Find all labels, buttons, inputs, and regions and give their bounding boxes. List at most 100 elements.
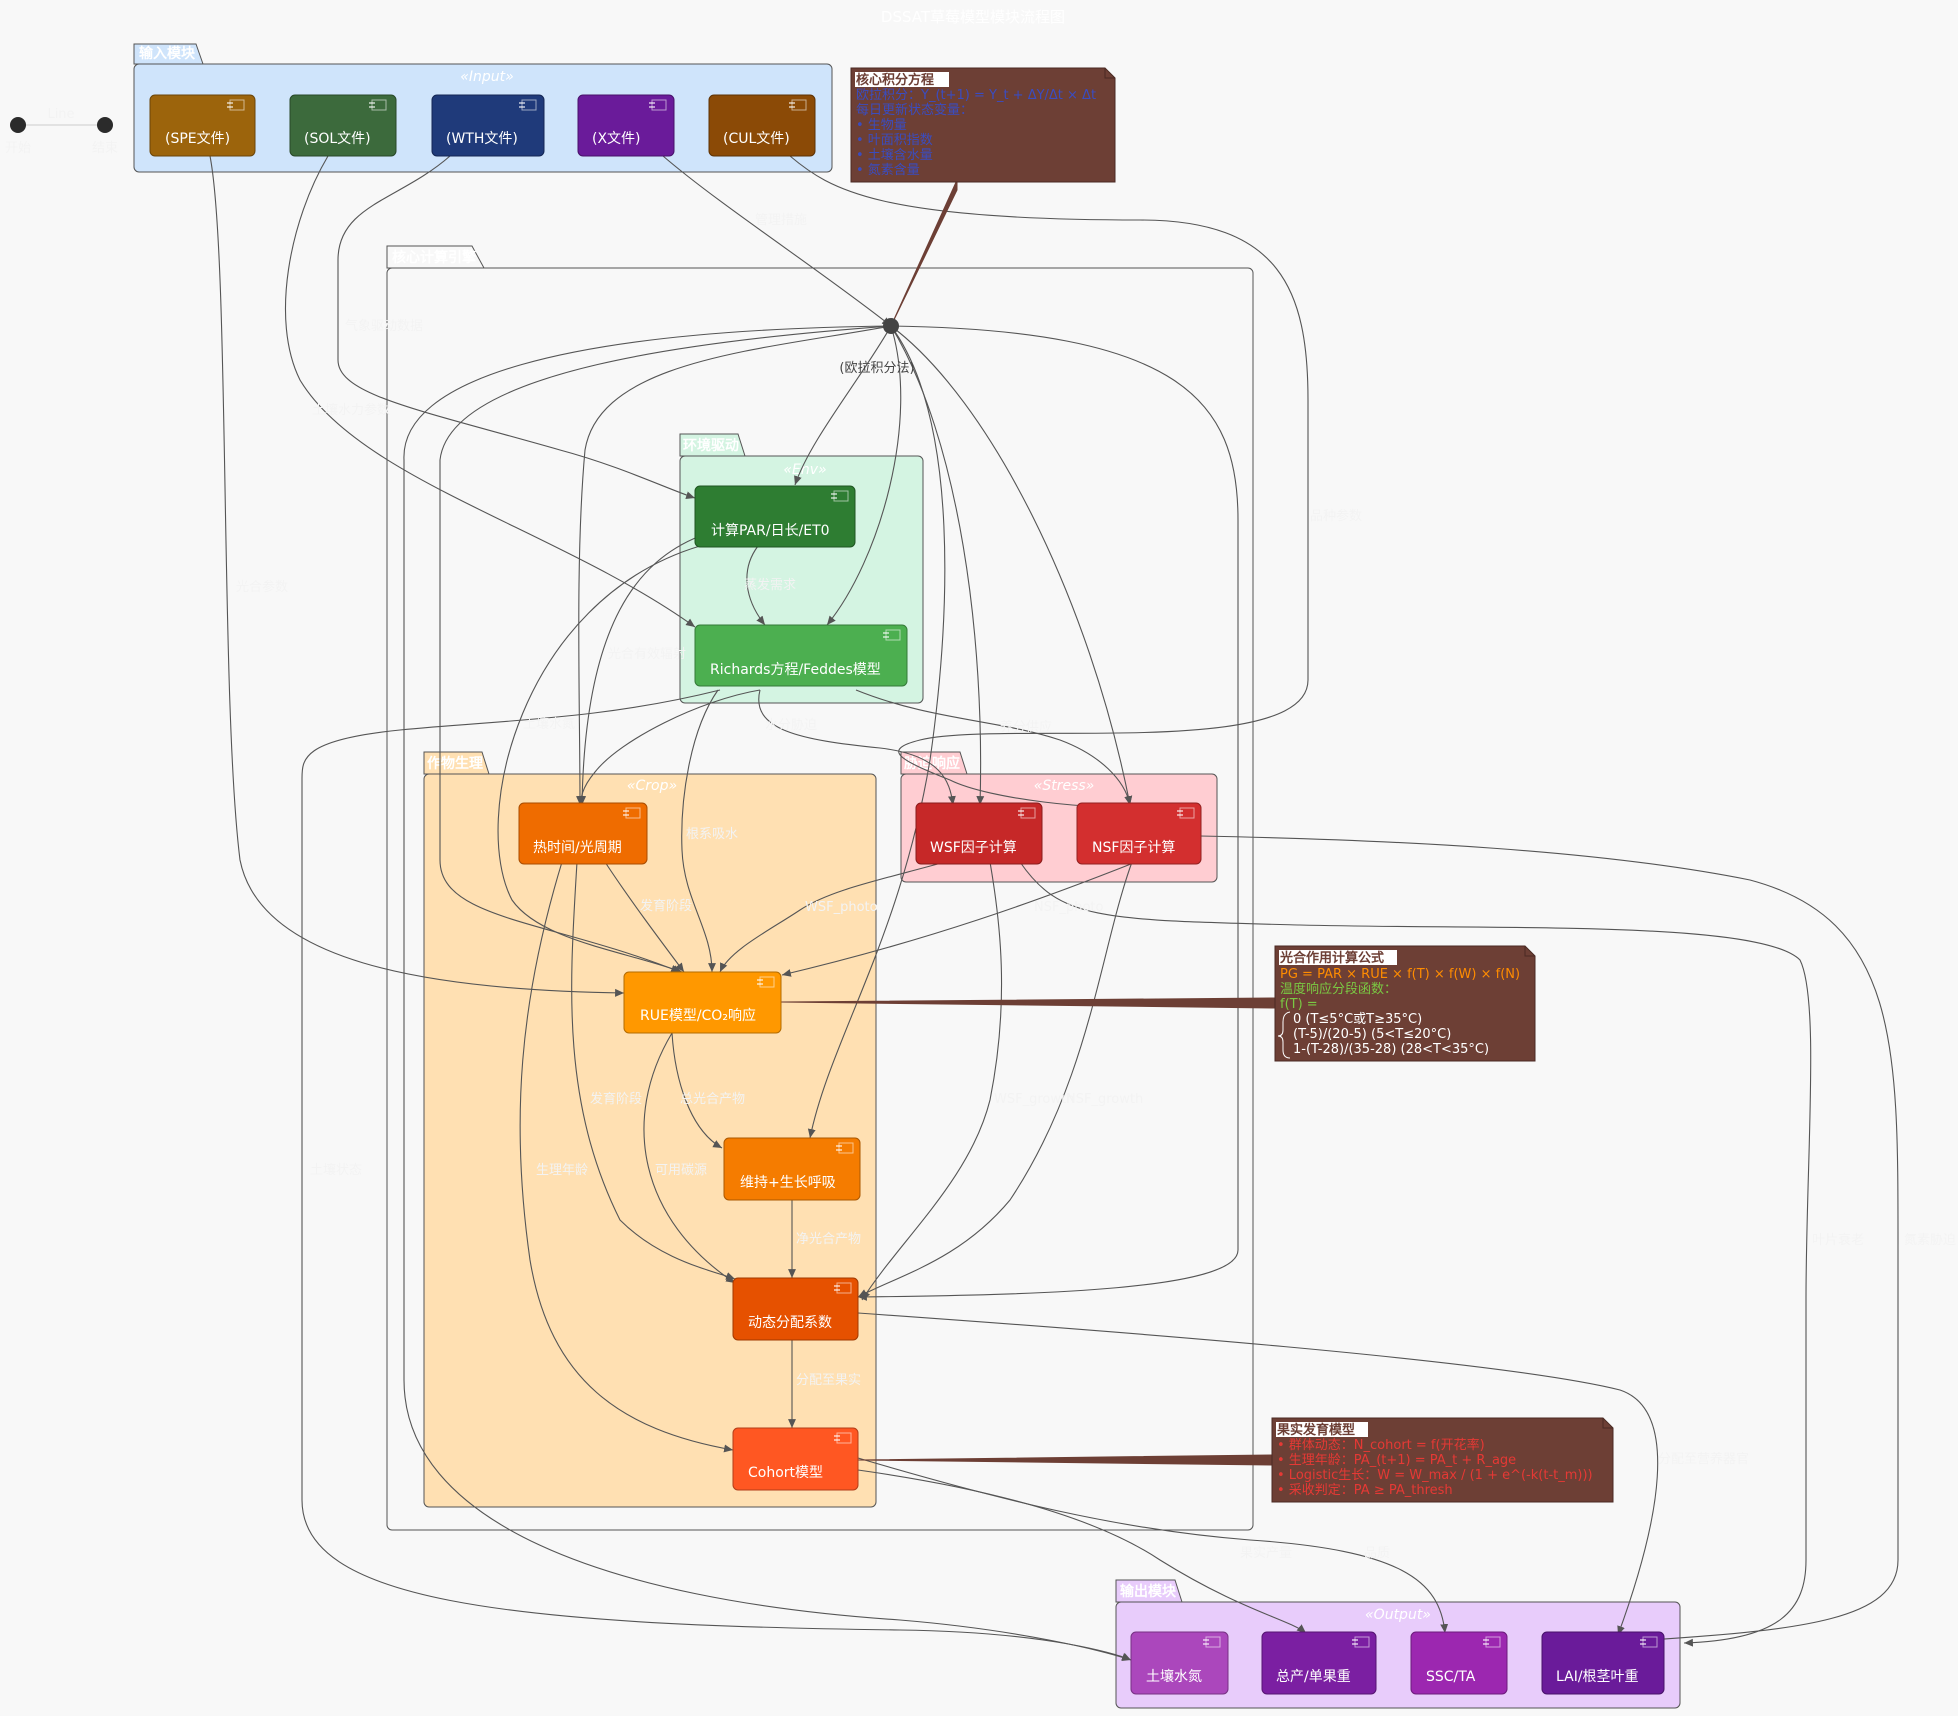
component-cul-file: (CUL文件) (708, 94, 816, 157)
edge-label-spe-to-rue: 光合参数 (236, 579, 288, 595)
component-ssc-label: SSC/TA (1426, 1669, 1476, 1685)
euler-label: (欧拉积分法) (839, 361, 914, 376)
component-resp: 维持+生长呼吸 (723, 1137, 861, 1201)
edge-thermal-to-rue (604, 861, 685, 973)
package-crop-tab: 作物生理 (427, 755, 483, 772)
component-spe-label: (SPE文件) (165, 131, 230, 147)
component-alloc-label: 动态分配系数 (748, 1315, 832, 1331)
note-core-equation: 核心积分方程 欧拉积分：Y_(t+1) = Y_t + ΔY/Δt × Δt 每… (850, 67, 1116, 183)
edges (209, 155, 1899, 1662)
edge-label-wsf-to-rue: WSF_photo (805, 900, 878, 915)
edge-label-richards-to-nsf: 养分供应 (1000, 719, 1052, 735)
legend: Line 开始 结束 (5, 107, 118, 156)
component-rue-label: RUE模型/CO₂响应 (640, 1007, 756, 1024)
edge-labels: 管理措施 气象驱动数据 土壤水力参数 光合参数 品种参数 蒸发需求 光合有效辐射… (236, 213, 1956, 1561)
edge-cohort-to-yield (857, 1469, 1307, 1634)
note-cohort-line-1: • 群体动态：N_cohort = f(开花率) (1277, 1437, 1485, 1453)
note-rue-formula: 光合作用计算公式 PG = PAR × RUE × f(T) × f(W) × … (1274, 945, 1536, 1062)
component-wsf: WSF因子计算 (915, 802, 1043, 865)
package-output-tab: 输出模块 (1120, 1583, 1177, 1600)
edge-label-par-to-rue: 光合有效辐射 (608, 646, 686, 662)
edge-euler-to-alloc (857, 325, 1239, 1301)
package-crop: 作物生理 «Crop» (423, 751, 877, 1508)
note-cohort-line-2: • 生理年龄：PA_(t+1) = PA_t + R_age (1277, 1453, 1516, 1468)
edge-label-rue-to-resp: 总光合产物 (680, 1092, 745, 1107)
edge-rue-to-alloc (643, 1032, 736, 1284)
edge-label-sol-to-richards: 土壤水力参数 (312, 402, 390, 418)
edge-cohort-to-ssc (857, 1457, 1449, 1634)
package-env-stereotype: «Env» (783, 462, 826, 478)
edge-nsf-to-rue (781, 861, 1137, 977)
edge-wsf-to-alloc (861, 861, 1003, 1301)
note-core-line-6: • 氮素含量 (856, 162, 920, 178)
note-core-line-4: • 叶面积指数 (856, 133, 933, 148)
component-cohort: Cohort模型 (732, 1427, 859, 1491)
legend-start-label: 开始 (5, 141, 31, 156)
legend-start-dot (10, 117, 26, 133)
edge-label-richards-to-cohort: 土壤水氮 (523, 716, 575, 732)
package-input-tab: 输入模块 (139, 45, 196, 62)
legend-line-label: Line (47, 107, 74, 122)
note-core-line-1: 欧拉积分：Y_(t+1) = Y_t + ΔY/Δt × Δt (856, 88, 1096, 103)
note-rue-title: 光合作用计算公式 (1279, 950, 1384, 966)
edge-label-thermal-to-rue: 发育阶段 (640, 898, 692, 914)
component-sol-file: (SOL文件) (289, 94, 397, 157)
edge-euler-to-thermal (576, 325, 892, 806)
edge-label-nsf-to-rue: NSF_photo (1034, 900, 1103, 915)
package-stress-stereotype: «Stress» (1034, 778, 1095, 794)
note-cohort-line-3: • Logistic生长：W = W_max / (1 + e^(-k(t-t_… (1277, 1468, 1593, 1483)
edge-label-nsf-to-lai: 氮素胁迫 (1904, 1233, 1956, 1248)
component-richards: Richards方程/Feddes模型 (694, 624, 908, 687)
edge-label-x-to-euler: 管理措施 (755, 213, 807, 228)
component-par-label: 计算PAR/日长/ET0 (711, 523, 830, 539)
edge-label-cohort-to-ssc: 品质 (1364, 1546, 1390, 1561)
edge-label-euler-to-soil: 土壤状态 (310, 1162, 362, 1178)
edge-label-alloc-to-lai: 分配至营养器官 (1658, 1451, 1749, 1467)
legend-end-label: 结束 (92, 141, 118, 156)
edge-richards-to-rue (681, 689, 719, 973)
edge-label-thermal-to-alloc: 发育阶段 (590, 1091, 642, 1107)
edge-wsf-to-lai (1019, 861, 1812, 1647)
edge-sol-to-richards (284, 155, 696, 628)
edge-rue-to-resp (671, 1032, 723, 1149)
edge-par-to-rue (497, 545, 701, 973)
package-output: 输出模块 «Output» (1115, 1579, 1681, 1709)
edge-euler-to-wsf (890, 325, 985, 806)
component-yield: 总产/单果重 (1261, 1631, 1377, 1695)
edge-label-rue-to-alloc: 可用碳源 (655, 1163, 707, 1178)
edge-thermal-to-cohort (519, 861, 734, 1453)
edge-euler-to-par (794, 325, 892, 486)
edge-note-core (890, 179, 958, 327)
component-thermal-label: 热时间/光周期 (533, 840, 622, 856)
edge-label-nsf-to-alloc: NSF_growth (1066, 1092, 1143, 1107)
package-input-stereotype: «Input» (460, 69, 514, 85)
legend-end-dot (97, 117, 113, 133)
edge-cul-to-euler (789, 155, 1309, 812)
package-crop-stereotype: «Crop» (627, 778, 677, 794)
note-rue-case-3: 1-(T-28)/(35-28) (28<T<35°C) (1293, 1042, 1489, 1057)
note-cohort-title: 果实发育模型 (1276, 1422, 1355, 1438)
edge-euler-to-rue (439, 325, 892, 973)
edge-par-to-richards (746, 545, 766, 626)
euler-node (883, 318, 899, 334)
edge-spe-to-rue (209, 155, 625, 997)
component-wsf-label: WSF因子计算 (930, 840, 1017, 856)
edge-thermal-to-alloc (571, 861, 736, 1280)
edge-label-resp-to-alloc: 净光合产物 (796, 1232, 861, 1247)
component-cohort-label: Cohort模型 (748, 1465, 823, 1481)
component-wth-file: (WTH文件) (431, 94, 545, 157)
edge-richards-to-thermal (577, 689, 761, 806)
note-rue-line-3: f(T) = (1280, 997, 1318, 1012)
note-core-line-2: 每日更新状态变量： (856, 102, 973, 118)
note-core-line-3: • 生物量 (856, 118, 907, 133)
edge-label-richards-to-rue: 根系吸水 (686, 827, 738, 842)
component-nsf-label: NSF因子计算 (1092, 840, 1175, 856)
component-x-file: (X文件) (577, 94, 675, 157)
edge-euler-to-resp (807, 325, 946, 1139)
edge-label-alloc-to-cohort: 分配至果实 (796, 1373, 861, 1388)
note-rue-case-2: (T-5)/(20-5) (5<T≤20°C) (1293, 1027, 1451, 1042)
component-cul-label: (CUL文件) (723, 131, 790, 147)
component-rue: RUE模型/CO₂响应 (623, 971, 782, 1034)
package-output-stereotype: «Output» (1365, 1607, 1431, 1623)
